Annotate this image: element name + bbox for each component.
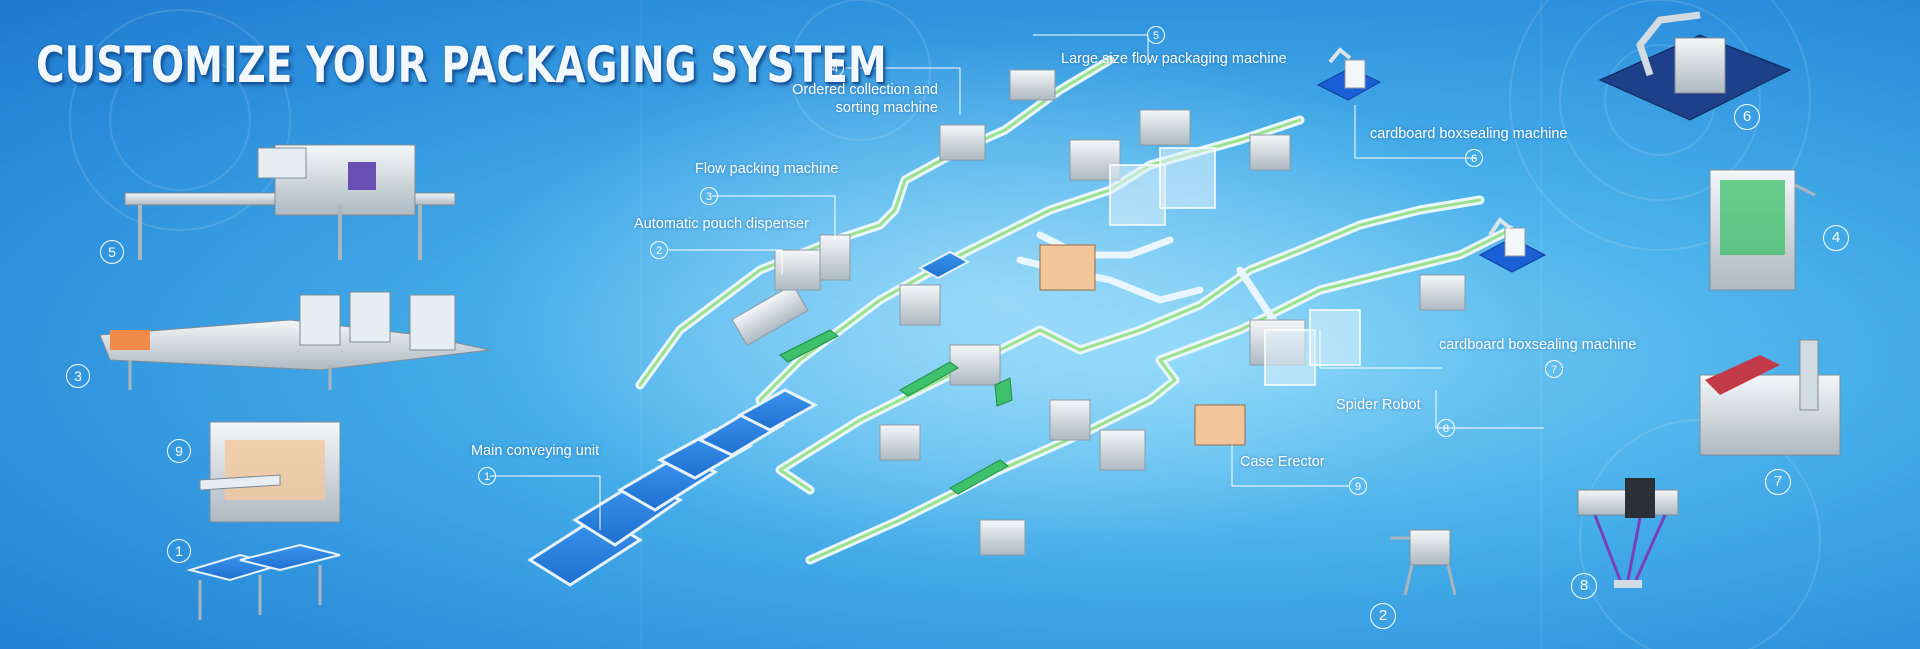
callout-label-ordered-collection: Ordered collection and sorting machine [762, 81, 938, 117]
thumbnail-conveyor [186, 543, 341, 620]
thumbnail-number-4: 4 [1823, 225, 1849, 251]
thumbnail-number-1: 1 [167, 539, 191, 563]
callout-label-ordered-collection-line2: sorting machine [835, 100, 938, 116]
callout-label-ordered-collection-line1: Ordered collection and [792, 82, 938, 98]
callout-label-large-size-flow-packaging: Large size flow packaging machine [1061, 51, 1287, 67]
thumbnail-flow-wrapper [124, 144, 456, 260]
palletizer-cells [1316, 47, 1547, 273]
thumbnail-number-5: 5 [100, 240, 124, 264]
callout-number-6: 6 [1465, 149, 1483, 167]
thumbnail-robot-arm [1598, 11, 1792, 121]
callout-label-cardboard-boxsealing-6: cardboard boxsealing machine [1370, 126, 1568, 142]
thumbnail-spider-robot [1577, 478, 1679, 588]
thumbnail-box-sealer [1699, 339, 1841, 456]
callout-label-cardboard-boxsealing-7: cardboard boxsealing machine [1439, 337, 1637, 353]
callout-number-9: 9 [1349, 477, 1367, 495]
thumbnail-number-8: 8 [1571, 573, 1597, 599]
thumbnail-number-6: 6 [1734, 104, 1760, 130]
thumbnail-pouch-dispenser [1390, 529, 1457, 596]
robot-cells [1109, 147, 1361, 386]
thumbnail-collection-machine [1709, 169, 1816, 291]
case-erectors [1039, 244, 1246, 446]
thumbnail-number-3: 3 [66, 364, 90, 388]
callout-label-main-conveying-unit: Main conveying unit [471, 443, 600, 459]
callout-number-4: 4 [826, 59, 844, 77]
callout-label-spider-robot: Spider Robot [1336, 397, 1421, 413]
callout-label-case-erector: Case Erector [1240, 454, 1325, 470]
callout-number-5: 5 [1147, 26, 1165, 44]
thumbnail-number-9: 9 [167, 439, 191, 463]
callout-number-1: 1 [478, 467, 496, 485]
thumbnail-number-7: 7 [1765, 469, 1791, 495]
thumbnail-case-erector [199, 421, 341, 523]
callout-number-2: 2 [650, 241, 668, 259]
callout-label-automatic-pouch-dispenser: Automatic pouch dispenser [634, 216, 809, 232]
green-conveyors [779, 329, 1013, 495]
thumbnail-packing-line [99, 291, 491, 390]
page-title: CUSTOMIZE YOUR PACKAGING SYSTEM [36, 36, 887, 94]
callout-number-3: 3 [700, 187, 718, 205]
main-conveyor [527, 250, 971, 587]
thumbnail-number-2: 2 [1370, 603, 1396, 629]
callout-number-7: 7 [1545, 360, 1563, 378]
callout-label-flow-packing-machine: Flow packing machine [695, 161, 839, 177]
callout-number-8: 8 [1437, 419, 1455, 437]
